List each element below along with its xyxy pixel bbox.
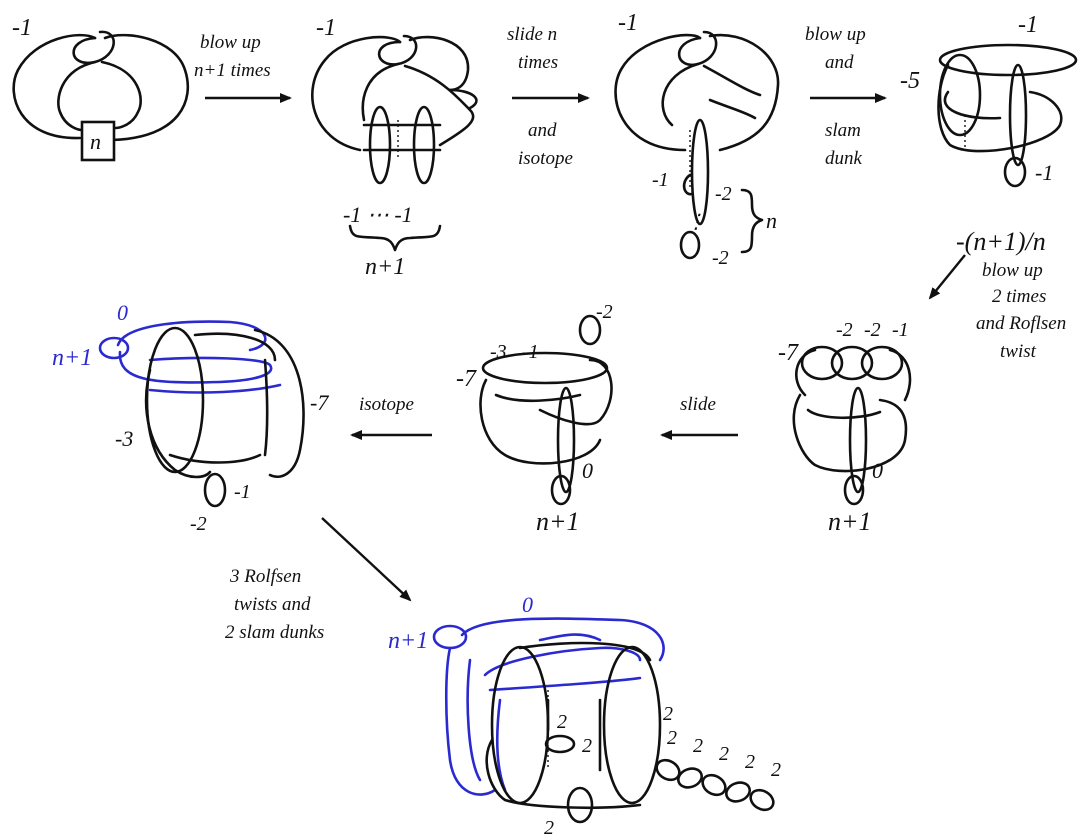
framing-label: -1 [234,481,251,503]
figure-1-knot-with-box: -1 n [12,15,190,162]
framing-label: -1 [652,169,669,191]
arrow-label: slide [680,394,716,415]
framing-label: -1 [618,10,638,36]
arrow-slide-n-times: slide n times and isotope [507,24,590,169]
framing-label: -7 [310,390,329,415]
arrow-label: isotope [359,394,414,415]
arrow-label: 3 Rolfsen [229,566,301,587]
dots-label: ⋮ [686,211,706,233]
unknot-component [679,230,701,260]
arrow-label: slide n [507,24,557,45]
figure-8-final: 0 n+1 2 2 2 2 2 2 2 2 2 [388,592,781,837]
arrow-label: 2 slam dunks [225,622,324,643]
unknot-component [412,105,436,185]
framing-label: n+1 [828,507,872,536]
unknot-component [848,386,868,494]
framing-label: -2 [190,513,207,535]
framing-label: -1 [316,15,336,41]
figure-2-blown-up: -1 -1 ⋯ -1 n+1 [310,15,478,280]
figure-3-slid: -1 -1 -2 ⋮ -2 n [614,10,780,269]
arrow-label: n+1 times [194,60,271,81]
arrow-label: blow up [982,260,1043,281]
framing-label: -2 [864,319,881,341]
arrow-label: slam [825,120,861,141]
framing-label: -2 [836,319,853,341]
framing-label: n+1 [536,507,580,536]
framing-label: -2 [715,183,732,205]
framing-label: n+1 [388,628,428,654]
framing-label: -7 [456,366,477,392]
framing-label: 2 [557,711,567,733]
framing-label: 0 [522,592,533,617]
framing-label: -1 [12,15,32,41]
framing-label: n+1 [52,345,92,371]
arrow-label: twists and [234,594,311,615]
framing-label: -1 [1018,12,1038,38]
framing-label: 2 [745,751,755,773]
framing-label: -5 [900,68,920,94]
twist-box [80,120,116,162]
arrow-label: 2 times [992,286,1046,307]
n-label: n [766,208,777,233]
arrow-label: isotope [518,148,573,169]
arrow-label: blow up [200,32,261,53]
arrow-slide: slide [660,394,738,440]
arrow-label: blow up [805,24,866,45]
framing-label: -1 [1035,160,1053,185]
framing-label: 2 [667,727,677,749]
framing-label: 2 [693,735,703,757]
figure-5-blown-up-twice: -7 -2 -2 -1 0 n+1 [778,319,912,536]
unknot-component [556,386,576,494]
framing-label: 0 [582,458,593,483]
framing-label: 2 [719,743,729,765]
arrow-label: and Roflsen [976,313,1066,334]
unknot-component [690,118,710,226]
unknot-component [1008,63,1028,167]
arrow-label: and [528,120,557,141]
arrow-isotope: isotope [350,394,432,440]
framing-label: -3 [115,426,133,451]
framing-label: 2 [771,759,781,781]
framing-label: -1 ⋯ -1 [343,202,413,227]
framing-label: 2 [544,817,554,837]
box-label: n [90,129,101,154]
framing-label: -2 [712,247,729,269]
framing-label: -1 [522,341,539,363]
framing-label: -2 [596,301,613,323]
framing-label: 0 [117,300,128,325]
figure-7-isotoped: 0 n+1 -7 -3 -1 -2 [52,300,329,535]
arrow-label: dunk [825,148,863,169]
framing-label: -1 [892,319,909,341]
arrow-label: times [518,52,558,73]
framing-label: -(n+1)/n [956,227,1046,256]
arrow-label: twist [1000,341,1037,362]
count-label: n+1 [365,254,405,280]
arrow-rolfsen-slam-dunks: 3 Rolfsen twists and 2 slam dunks [225,517,412,643]
framing-label: -7 [778,340,799,366]
unknot-component [368,105,392,185]
figure-4-slam-dunk: -1 -5 -1 -(n+1)/n [900,12,1078,256]
arrow-blow-up-n-plus-1: blow up n+1 times [194,32,292,103]
framing-label: 2 [663,703,673,725]
figure-6-slid: -7 -3 -1 -2 0 n+1 [456,301,613,536]
framing-label: 2 [582,735,592,757]
arrow-blow-up-slam-dunk: blow up and slam dunk [805,24,887,169]
arrow-blow-up-2-times: blow up 2 times and Roflsen twist [928,254,1066,362]
framing-label: 0 [872,458,883,483]
arrow-label: and [825,52,854,73]
